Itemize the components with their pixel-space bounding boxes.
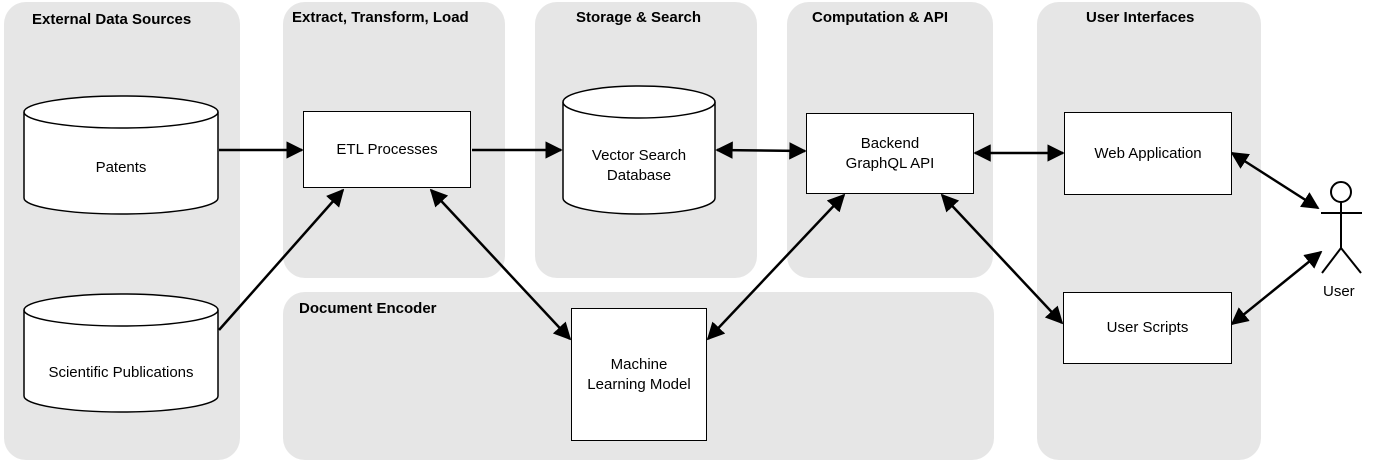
node-web-application: Web Application bbox=[1064, 112, 1232, 195]
node-patents: Patents bbox=[95, 159, 147, 176]
node-scientific-publications: Scientific Publications bbox=[48, 364, 194, 381]
node-etl-processes: ETL Processes bbox=[303, 111, 471, 188]
edge-publications-etl bbox=[218, 188, 345, 331]
node-vector-search-database: Vector Search Database bbox=[591, 147, 687, 184]
node-user-scripts: User Scripts bbox=[1063, 292, 1232, 364]
group-title-etl: Extract, Transform, Load bbox=[292, 9, 469, 26]
group-title-encoder: Document Encoder bbox=[299, 300, 437, 317]
patents-cylinder bbox=[23, 95, 219, 215]
edge-userscripts-user bbox=[1230, 250, 1323, 326]
group-title-ui: User Interfaces bbox=[1086, 9, 1195, 26]
user-actor-icon bbox=[1321, 181, 1362, 274]
publications-cylinder bbox=[23, 293, 219, 413]
edge-vectordb-backend bbox=[715, 141, 807, 160]
group-user-interfaces bbox=[1037, 2, 1261, 460]
node-machine-learning-model: Machine Learning Model bbox=[571, 308, 707, 441]
vector-db-cylinder bbox=[562, 85, 716, 215]
edge-backend-ml bbox=[706, 193, 846, 341]
edge-webapp-user bbox=[1230, 151, 1320, 210]
edge-etl-ml bbox=[429, 188, 572, 341]
group-title-external: External Data Sources bbox=[32, 11, 192, 28]
edge-backend-userscripts bbox=[940, 193, 1064, 325]
node-backend-graphql-api: Backend GraphQL API bbox=[806, 113, 974, 194]
user-label: User bbox=[1323, 283, 1355, 300]
group-title-storage: Storage & Search bbox=[576, 9, 702, 26]
group-title-compute: Computation & API bbox=[812, 9, 949, 26]
